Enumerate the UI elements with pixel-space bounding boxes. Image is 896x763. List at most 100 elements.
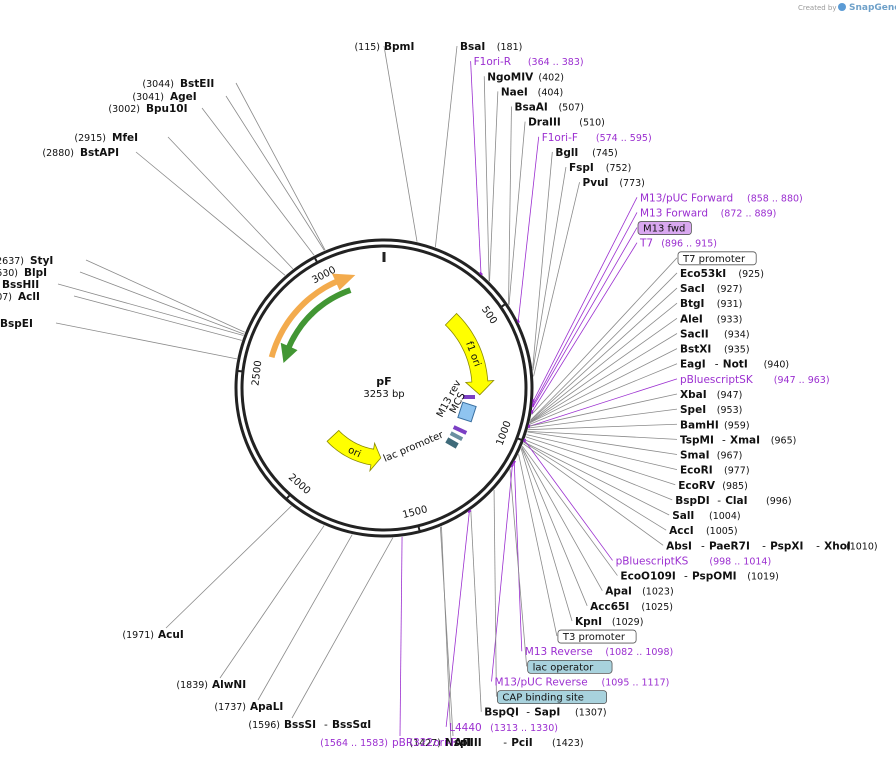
site-f1ori-f[interactable]: F1ori-F(574 .. 595)	[542, 132, 652, 144]
site-bstapi[interactable]: (2880)BstAPI	[42, 147, 119, 159]
site-ngomiv[interactable]: NgoMIV(402)	[487, 71, 564, 83]
site-blpi[interactable]: (2630)BlpI	[0, 267, 47, 279]
site-name[interactable]: AcuI	[158, 629, 184, 641]
site-t7-promoter[interactable]: T7 promoter	[677, 251, 757, 266]
site-smai[interactable]: SmaI(967)	[680, 450, 742, 462]
site-name[interactable]: T7	[639, 238, 653, 250]
mcs-region[interactable]	[445, 395, 477, 449]
site-isoschizomer[interactable]: NotI	[723, 359, 748, 371]
site-isoschizomer[interactable]: PaeR7I	[709, 540, 750, 552]
site-bsaai[interactable]: BsaAI(507)	[514, 102, 584, 114]
feature-box[interactable]	[496, 690, 607, 705]
site-name[interactable]: AccI	[669, 525, 693, 537]
site-name[interactable]: EcoO109I	[620, 571, 675, 583]
site-btgi[interactable]: BtgI(931)	[680, 298, 742, 310]
site-name[interactable]: EcoRV	[678, 480, 716, 492]
site-acli[interactable]: (2607)AclI	[0, 291, 40, 303]
site-name[interactable]: T7 promoter	[682, 254, 746, 265]
site-name[interactable]: AleI	[680, 313, 703, 325]
site-saci[interactable]: SacI(927)	[680, 283, 742, 295]
site-lac-operator[interactable]: lac operator	[527, 659, 613, 674]
site-afliii[interactable]: AflIII-PciI(1423)	[454, 737, 584, 749]
site-name[interactable]: lac operator	[533, 662, 594, 673]
site-isoschizomer[interactable]: SapI	[534, 707, 560, 719]
site-name[interactable]: BstXI	[680, 344, 711, 356]
site-agei[interactable]: (3041)AgeI	[132, 91, 196, 103]
site-name[interactable]: StyI	[30, 255, 53, 267]
site-name[interactable]: F1ori-F	[542, 132, 578, 144]
site-pbluescriptks[interactable]: pBluescriptKS(998 .. 1014)	[616, 555, 772, 567]
site-absi[interactable]: AbsI-PaeR7I-PspXI-XhoI(1010)	[666, 540, 877, 552]
m13-rev-mark[interactable]	[452, 425, 468, 435]
site-acci[interactable]: AccI(1005)	[669, 525, 737, 537]
site-isoschizomer[interactable]: PspOMI	[692, 571, 737, 583]
site-name[interactable]: M13 Forward	[640, 207, 708, 219]
site-name[interactable]: DraIII	[528, 117, 561, 129]
site-name[interactable]: BspDI	[675, 495, 709, 507]
site-bamhi[interactable]: BamHI(959)	[680, 419, 750, 431]
site-apali[interactable]: (1737)ApaLI	[214, 701, 283, 713]
site-bstxi[interactable]: BstXI(935)	[680, 344, 750, 356]
site-bspei[interactable]: (2541)BspEI	[0, 318, 33, 330]
site-name[interactable]: BstAPI	[80, 147, 119, 159]
site-name[interactable]: TspMI	[680, 434, 714, 446]
site-isoschizomer[interactable]: XmaI	[730, 434, 760, 446]
site-name[interactable]: SmaI	[680, 450, 710, 462]
site-isoschizomer[interactable]: BssSαI	[332, 719, 371, 731]
site-name[interactable]: Acc65I	[590, 601, 629, 613]
site-t3-promoter[interactable]: T3 promoter	[557, 629, 637, 644]
site-t7[interactable]: T7(896 .. 915)	[639, 238, 717, 250]
site-name[interactable]: BspQI	[484, 707, 519, 719]
mcs-top-mark[interactable]	[463, 395, 475, 399]
site-name[interactable]: ApaLI	[250, 701, 283, 713]
site-ecori[interactable]: EcoRI(977)	[680, 465, 750, 477]
site-name[interactable]: NspI	[445, 737, 471, 749]
site-name[interactable]: AgeI	[170, 91, 197, 103]
site-bsteii[interactable]: (3044)BstEII	[142, 78, 214, 90]
site-pbluescriptsk[interactable]: pBluescriptSK(947 .. 963)	[680, 374, 830, 386]
site-fspi[interactable]: FspI(752)	[569, 162, 631, 174]
orange-orf-arrow[interactable]	[268, 273, 356, 358]
site-name[interactable]: BlpI	[24, 267, 47, 279]
site-cap-binding-site[interactable]: CAP binding site	[496, 690, 607, 705]
site-m13-forward[interactable]: M13 Forward(872 .. 889)	[640, 207, 776, 219]
site-isoschizomer[interactable]: PspXI	[770, 540, 803, 552]
site-draiii[interactable]: DraIII(510)	[528, 117, 605, 129]
site-sacii[interactable]: SacII(934)	[680, 328, 750, 340]
site-spei[interactable]: SpeI(953)	[680, 404, 742, 416]
site-name[interactable]: Eco53kI	[680, 268, 726, 280]
site-apai[interactable]: ApaI(1023)	[605, 586, 673, 598]
site-name[interactable]: ApaI	[605, 586, 632, 598]
site-name[interactable]: BstEII	[180, 78, 214, 90]
site-m13-puc-forward[interactable]: M13/pUC Forward(858 .. 880)	[640, 192, 803, 204]
feature-box[interactable]	[527, 659, 613, 674]
site-name[interactable]: M13 fwd	[643, 224, 685, 235]
site-isoschizomer[interactable]: ClaI	[725, 495, 747, 507]
site-isoschizomer[interactable]: PciI	[511, 737, 532, 749]
site-name[interactable]: BspEI	[0, 318, 33, 330]
site-isoschizomer[interactable]: XhoI	[824, 540, 851, 552]
site-mfei[interactable]: (2915)MfeI	[74, 132, 138, 144]
site-naei[interactable]: NaeI(404)	[501, 86, 563, 98]
site-kpni[interactable]: KpnI(1029)	[575, 616, 643, 628]
site-bspqi[interactable]: BspQI-SapI(1307)	[484, 707, 606, 719]
site-acc65i[interactable]: Acc65I(1025)	[590, 601, 673, 613]
site-bsshii[interactable]: (2625)BssHII	[0, 279, 39, 291]
site-ecoo109i[interactable]: EcoO109I-PspOMI(1019)	[620, 571, 778, 583]
site-name[interactable]: BglI	[555, 147, 578, 159]
feature-box[interactable]	[637, 221, 692, 235]
site-acui[interactable]: (1971)AcuI	[122, 629, 183, 641]
lac-promoter-mark[interactable]	[445, 437, 459, 449]
site-l4440[interactable]: L4440(1313 .. 1330)	[449, 722, 558, 734]
site-bgli[interactable]: BglI(745)	[555, 147, 617, 159]
site-alwni[interactable]: (1839)AlwNI	[176, 679, 246, 691]
site-name[interactable]: M13/pUC Forward	[640, 192, 733, 204]
site-name[interactable]: NaeI	[501, 86, 528, 98]
site-tspmi[interactable]: TspMI-XmaI(965)	[680, 434, 796, 446]
site-name[interactable]: CAP binding site	[502, 693, 584, 704]
site-name[interactable]: BssSI	[284, 719, 316, 731]
site-xbai[interactable]: XbaI(947)	[680, 389, 742, 401]
site-sali[interactable]: SalI(1004)	[672, 510, 740, 522]
site-bsai[interactable]: BsaI(181)	[460, 41, 522, 53]
backbone-inner-ring[interactable]	[240, 244, 528, 532]
